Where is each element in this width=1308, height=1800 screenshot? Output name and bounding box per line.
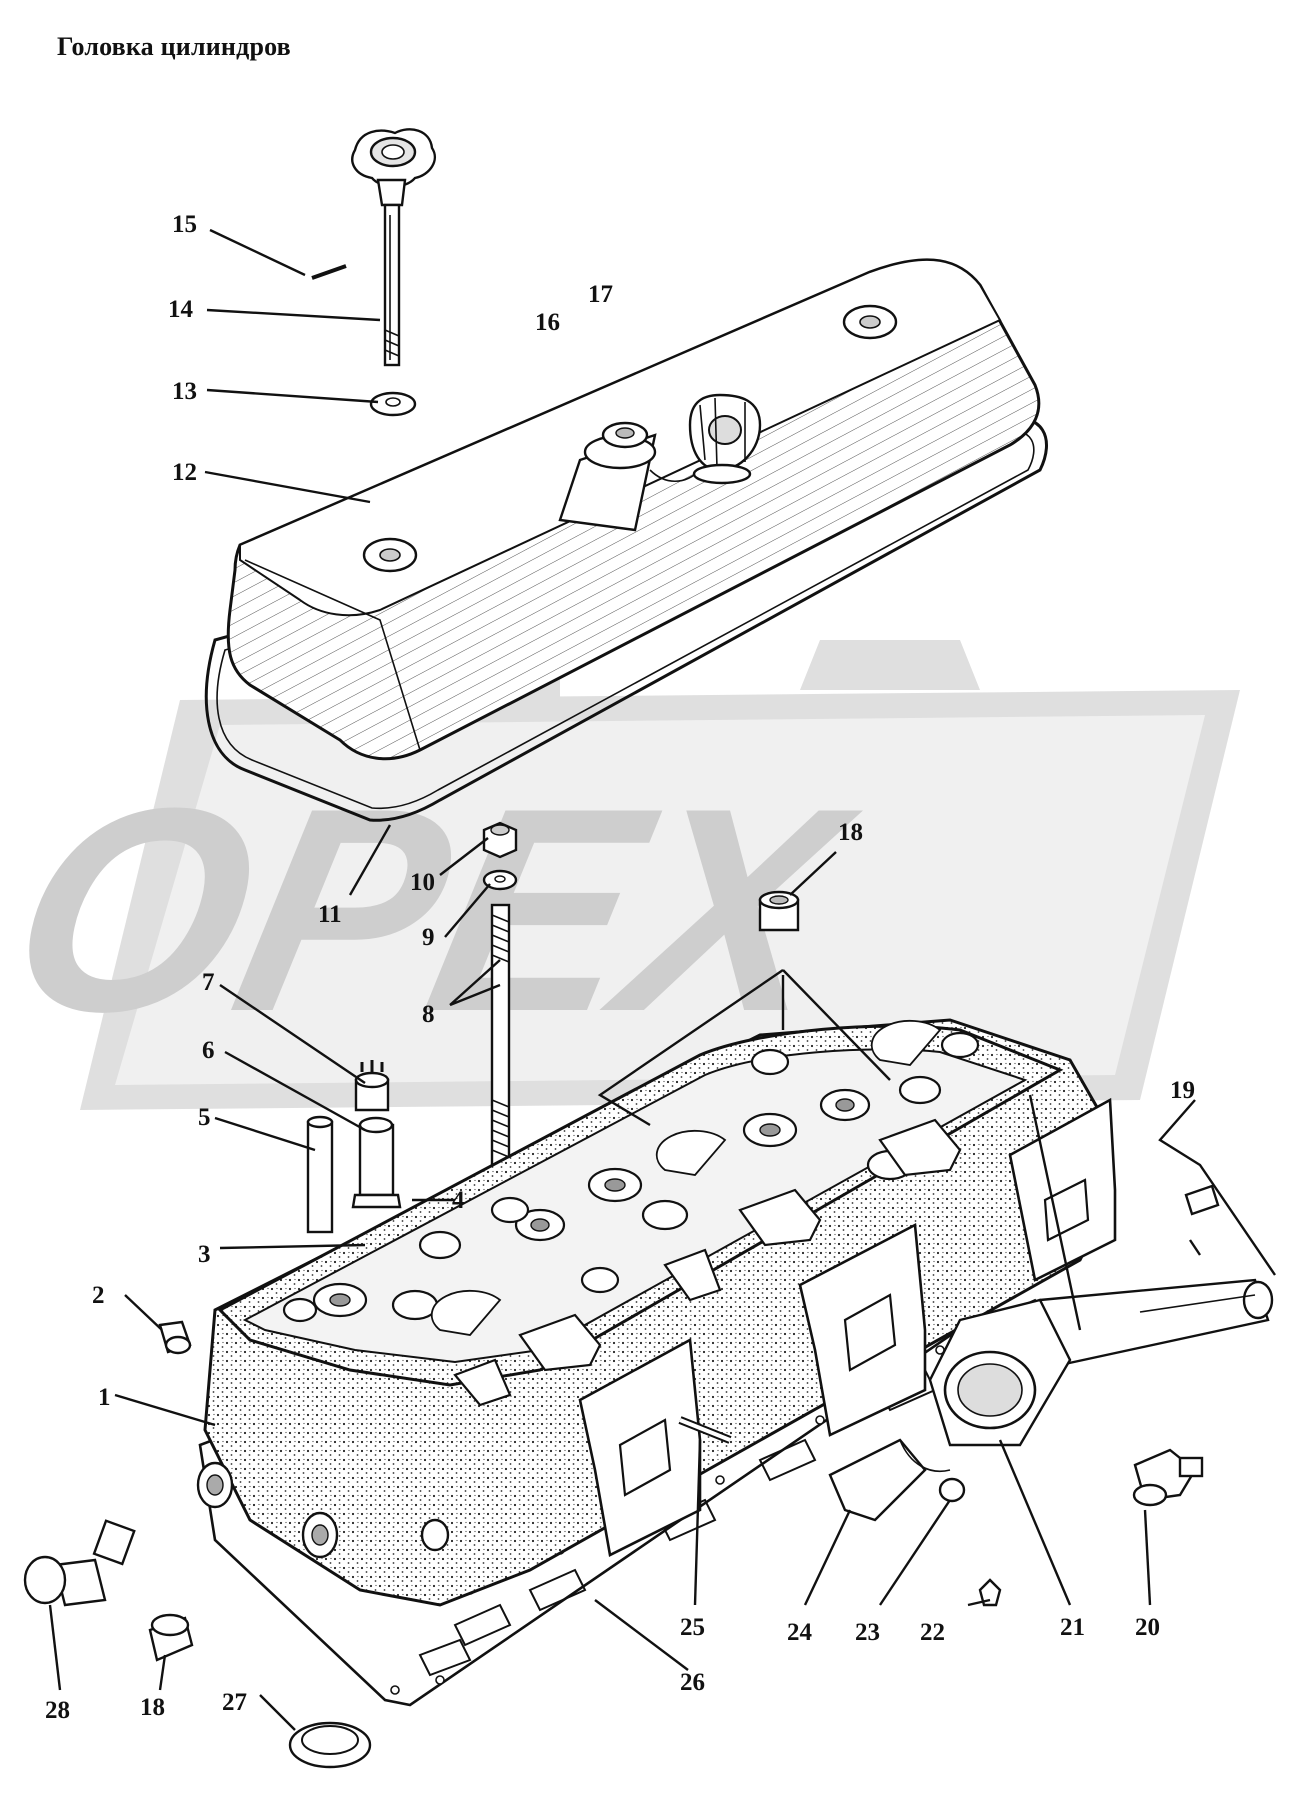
callout-8: 8 bbox=[422, 1001, 435, 1028]
dipstick-rod bbox=[383, 203, 401, 367]
watermark-text: OPEX bbox=[0, 749, 877, 1072]
callout-24: 24 bbox=[787, 1619, 813, 1646]
callout-16: 16 bbox=[535, 309, 560, 336]
sleeve-6 bbox=[358, 1123, 395, 1197]
callout-17: 17 bbox=[588, 281, 613, 308]
callout-9: 9 bbox=[422, 924, 435, 951]
leader-lines bbox=[48, 228, 1276, 1731]
callout-6: 6 bbox=[202, 1037, 215, 1064]
washer-23 bbox=[938, 1477, 966, 1503]
callout-11: 11 bbox=[318, 901, 342, 928]
callout-23: 23 bbox=[855, 1619, 880, 1646]
callout-2: 2 bbox=[92, 1282, 105, 1309]
cylinder-head bbox=[196, 1018, 1117, 1607]
callout-20: 20 bbox=[1135, 1614, 1160, 1641]
callout-3: 3 bbox=[198, 1241, 211, 1268]
thermostat-assembly bbox=[828, 1278, 1274, 1522]
callout-28: 28 bbox=[45, 1697, 70, 1724]
small-fasteners bbox=[23, 890, 1220, 1769]
callout-7: 7 bbox=[202, 969, 215, 996]
valve-guide-5 bbox=[306, 1120, 334, 1234]
tube-19 bbox=[1038, 1278, 1270, 1367]
callout-18a: 18 bbox=[838, 819, 863, 846]
valve-cover-assembly bbox=[204, 258, 1048, 822]
callout-19: 19 bbox=[1170, 1077, 1195, 1104]
callout-12: 12 bbox=[172, 459, 197, 486]
callout-1: 1 bbox=[98, 1384, 111, 1411]
callout-27: 27 bbox=[222, 1689, 247, 1716]
cotter-pin-15 bbox=[311, 264, 347, 280]
callout-4: 4 bbox=[452, 1187, 465, 1214]
callout-5: 5 bbox=[198, 1104, 211, 1131]
callout-25: 25 bbox=[680, 1614, 705, 1641]
callout-18b: 18 bbox=[140, 1694, 165, 1721]
callout-labels: 1 2 3 4 5 6 7 8 9 10 11 12 13 14 15 16 1… bbox=[45, 211, 1195, 1724]
callout-26: 26 bbox=[680, 1669, 705, 1696]
callout-10: 10 bbox=[410, 869, 435, 896]
stud-assembly bbox=[482, 821, 518, 1172]
callout-22: 22 bbox=[920, 1619, 945, 1646]
callout-14: 14 bbox=[168, 296, 194, 323]
watermark-logo: OPEX bbox=[0, 625, 1240, 1110]
cover-gasket bbox=[204, 416, 1048, 822]
callout-13: 13 bbox=[172, 378, 197, 405]
callout-21: 21 bbox=[1060, 1614, 1085, 1641]
callout-15: 15 bbox=[172, 211, 197, 238]
plug-19 bbox=[1184, 1184, 1220, 1216]
dipstick-assembly bbox=[311, 128, 437, 417]
page-title: Головка цилиндров bbox=[57, 32, 291, 61]
flange-3 bbox=[1008, 1097, 1117, 1282]
bracket-24 bbox=[828, 1438, 927, 1522]
